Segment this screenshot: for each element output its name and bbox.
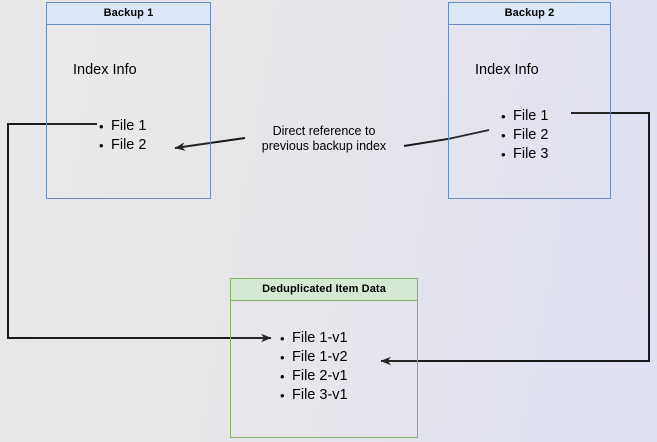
- list-item[interactable]: File 1: [501, 107, 549, 126]
- node-backup-1[interactable]: Backup 1 Index Info File 1 File 2: [46, 2, 211, 199]
- backup-1-file-list: File 1 File 2: [95, 117, 147, 155]
- node-backup-2-body: Index Info File 1 File 2 File 3: [448, 25, 611, 199]
- node-backup-2[interactable]: Backup 2 Index Info File 1 File 2 File 3: [448, 2, 611, 199]
- node-dedup-body: File 1-v1 File 1-v2 File 2-v1 File 3-v1: [230, 301, 418, 438]
- list-item[interactable]: File 3-v1: [280, 386, 348, 405]
- list-item[interactable]: File 2: [501, 126, 549, 145]
- backup-2-index-info-label: Index Info: [475, 62, 539, 78]
- backup-2-file-list: File 1 File 2 File 3: [497, 107, 549, 164]
- annotation-direct-reference: Direct reference to previous backup inde…: [261, 124, 387, 153]
- node-dedup-header: Deduplicated Item Data: [230, 278, 418, 301]
- node-backup-1-body: Index Info File 1 File 2: [46, 25, 211, 199]
- list-item[interactable]: File 1-v1: [280, 329, 348, 348]
- node-deduplicated-item-data[interactable]: Deduplicated Item Data File 1-v1 File 1-…: [230, 278, 418, 438]
- list-item[interactable]: File 2: [99, 136, 147, 155]
- backup-1-index-info-label: Index Info: [73, 62, 137, 78]
- node-backup-2-header: Backup 2: [448, 2, 611, 25]
- list-item[interactable]: File 1: [99, 117, 147, 136]
- list-item[interactable]: File 3: [501, 145, 549, 164]
- list-item[interactable]: File 1-v2: [280, 348, 348, 367]
- list-item[interactable]: File 2-v1: [280, 367, 348, 386]
- dedup-file-list: File 1-v1 File 1-v2 File 2-v1 File 3-v1: [276, 329, 348, 405]
- node-backup-1-header: Backup 1: [46, 2, 211, 25]
